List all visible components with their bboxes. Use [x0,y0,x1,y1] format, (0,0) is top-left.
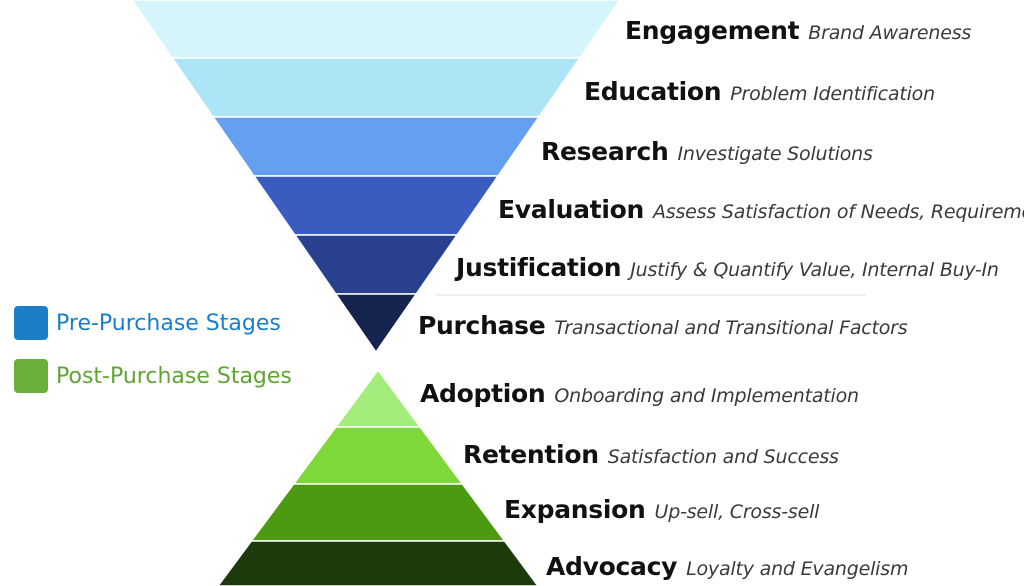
legend-swatch-post [14,359,48,393]
legend-post-purchase: Post-Purchase Stages [14,359,292,393]
stage-label-retention: Retention Satisfaction and Success [463,442,839,467]
stage-label-expansion: Expansion Up-sell, Cross-sell [504,497,819,522]
legend-label-post: Post-Purchase Stages [56,363,292,389]
pre-purchase-funnel [131,0,621,354]
funnel-band-purchase [334,293,418,354]
stage-label-advocacy: Advocacy Loyalty and Evangelism [546,554,908,579]
funnel-band-engagement [131,0,621,59]
stage-label-justification: Justification Justify & Quantify Value, I… [456,255,999,280]
legend-label-pre: Pre-Purchase Stages [56,310,281,336]
funnel-band-justification [293,234,459,295]
stage-description: Assess Satisfaction of Needs, Requiremen… [652,201,1024,223]
stage-label-engagement: Engagement Brand Awareness [625,18,971,43]
post-purchase-pyramid [217,368,539,586]
stage-name: Retention [463,440,599,469]
stage-description: Problem Identification [730,83,935,105]
stage-name: Engagement [625,16,800,45]
stage-name: Purchase [418,311,546,340]
stage-description: Satisfaction and Success [607,446,839,468]
stage-name: Education [584,77,722,106]
stage-name: Expansion [504,495,646,524]
funnel-band-research [211,116,541,177]
stage-name: Research [541,137,669,166]
stage-description: Transactional and Transitional Factors [554,317,908,339]
pyramid-band-expansion [249,483,507,542]
funnel-band-education [170,57,582,118]
stage-description: Onboarding and Implementation [554,385,859,407]
stage-description: Brand Awareness [808,22,972,44]
stage-description: Loyalty and Evangelism [686,558,909,580]
stage-label-adoption: Adoption Onboarding and Implementation [420,381,859,406]
pyramid-band-adoption [334,368,422,428]
stage-name: Adoption [420,379,546,408]
pyramid-band-retention [292,426,464,485]
stage-name: Justification [456,253,622,282]
stage-description: Investigate Solutions [677,143,873,165]
stage-label-research: Research Investigate Solutions [541,139,873,164]
legend-swatch-pre [14,306,48,340]
pyramid-band-advocacy [217,540,539,586]
stage-name: Advocacy [546,552,678,581]
stage-label-purchase: Purchase Transactional and Transitional F… [418,313,908,338]
stage-label-evaluation: Evaluation Assess Satisfaction of Needs, … [498,197,1024,222]
legend-pre-purchase: Pre-Purchase Stages [14,306,281,340]
stage-description: Justify & Quantify Value, Internal Buy-I… [630,259,999,281]
stage-label-education: Education Problem Identification [584,79,935,104]
stage-name: Evaluation [498,195,644,224]
funnel-band-evaluation [252,175,500,236]
stage-description: Up-sell, Cross-sell [654,501,820,523]
